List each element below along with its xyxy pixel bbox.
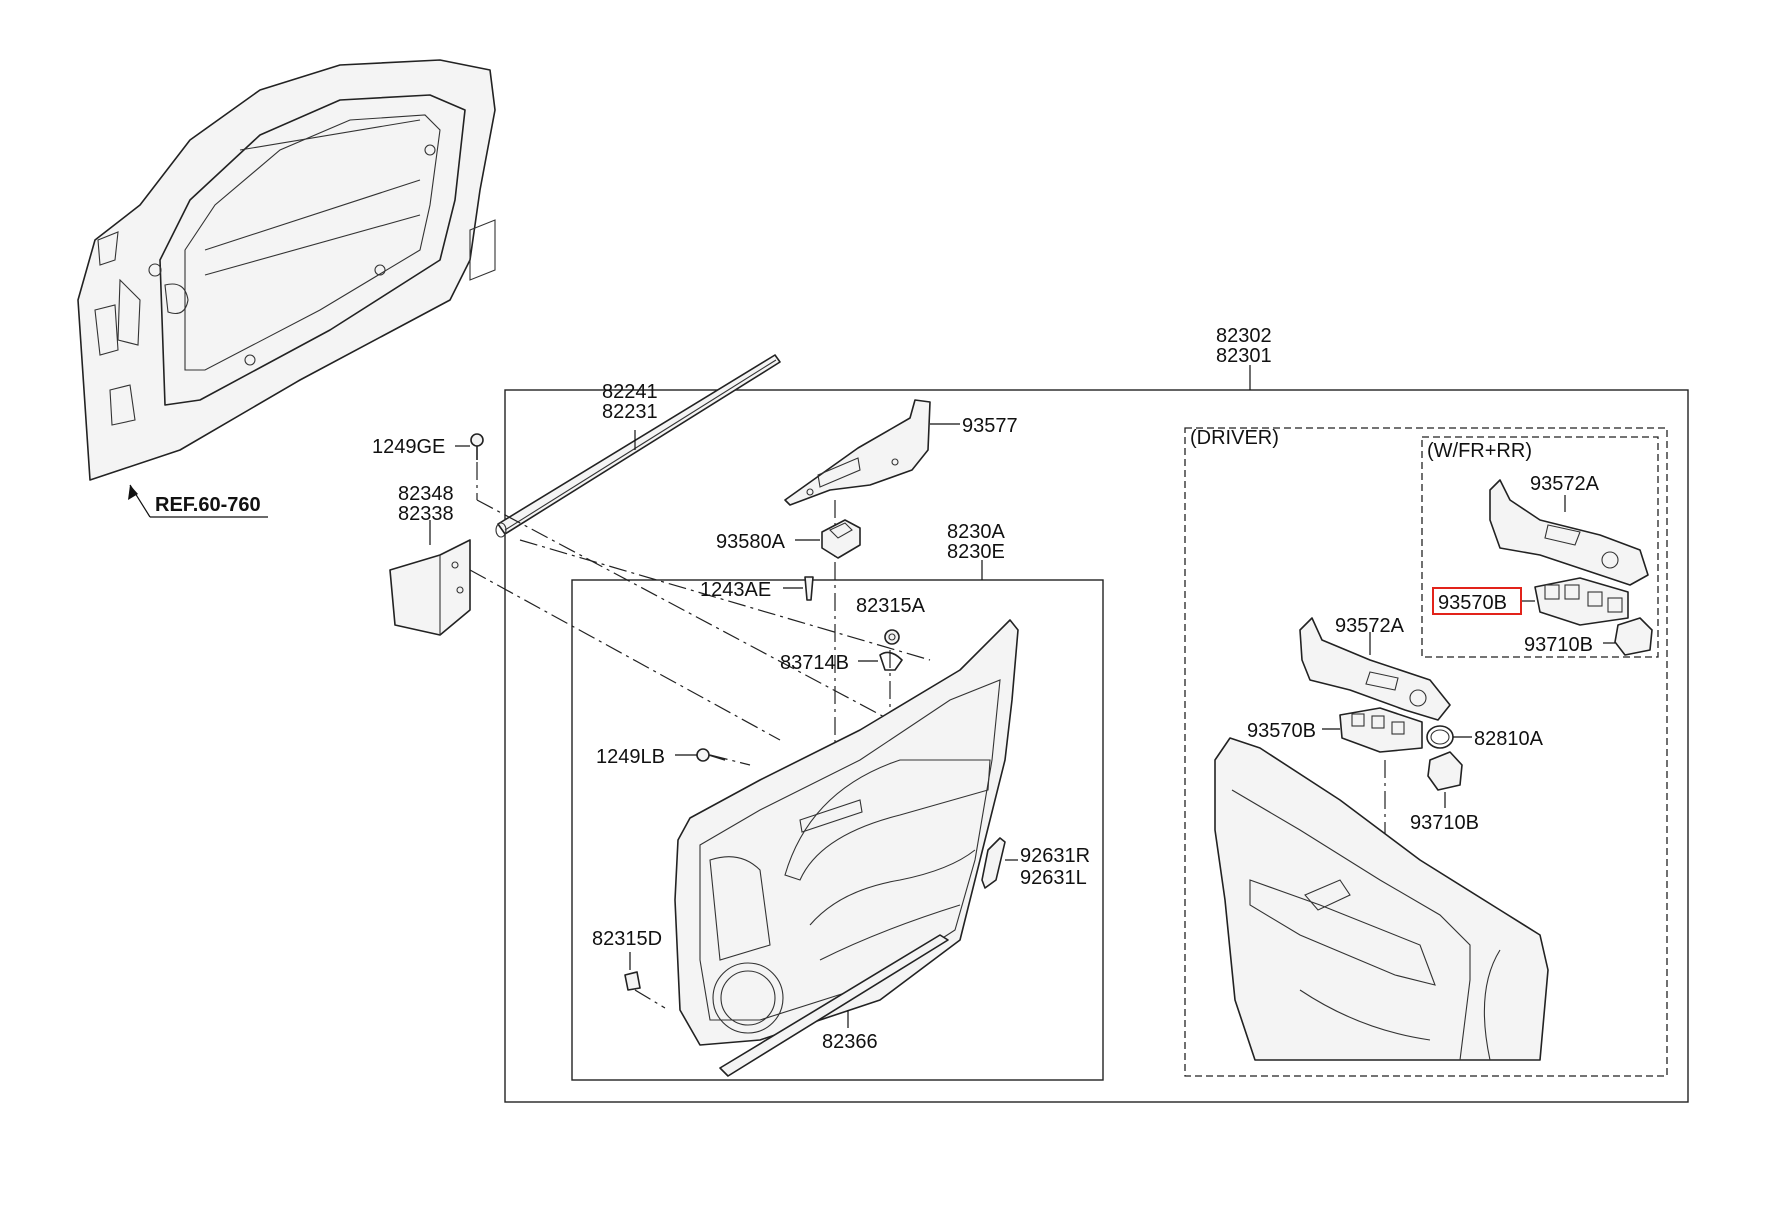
driver-label: (DRIVER)	[1190, 427, 1279, 449]
switch-93570b-top[interactable]	[1534, 577, 1629, 626]
bezel-93572a[interactable]	[1299, 617, 1451, 721]
screw-1249ge[interactable]	[470, 433, 484, 460]
part-label-82231[interactable]: 82231	[602, 401, 658, 423]
part-label-82366[interactable]: 82366	[822, 1031, 878, 1053]
driver-door-trim[interactable]	[1214, 737, 1549, 1061]
screw-1243ae[interactable]	[804, 576, 814, 601]
part-label-8230E[interactable]: 8230E	[947, 541, 1005, 563]
trim-box	[571, 579, 1104, 1081]
part-label-82315A[interactable]: 82315A	[856, 595, 926, 617]
screw-1249lb[interactable]	[696, 748, 726, 762]
weatherstrip-part[interactable]	[495, 354, 781, 538]
assembly-box	[504, 389, 1689, 1103]
part-label-1249LB[interactable]: 1249LB	[596, 746, 665, 768]
strip-82366[interactable]	[719, 934, 949, 1077]
highlight-93570B	[1432, 587, 1522, 615]
switch-93570b[interactable]	[1339, 707, 1423, 753]
part-label-82338[interactable]: 82338	[398, 503, 454, 525]
part-label-82241[interactable]: 82241	[602, 381, 658, 403]
part-label-92631R[interactable]: 92631R	[1020, 845, 1090, 867]
clip-82315a[interactable]	[884, 629, 900, 645]
switch-93710b-top[interactable]	[1614, 617, 1653, 656]
door-trim-panel[interactable]	[674, 619, 1019, 1046]
part-label-1243AE[interactable]: 1243AE	[700, 579, 771, 601]
wfrrr-label: (W/FR+RR)	[1427, 440, 1532, 462]
switch-93580a[interactable]	[821, 519, 861, 559]
handle-92631[interactable]	[981, 837, 1006, 889]
part-label-92631L[interactable]: 92631L	[1020, 867, 1087, 889]
part-label-93710B-top[interactable]: 93710B	[1524, 634, 1593, 656]
part-label-93570B[interactable]: 93570B	[1247, 720, 1316, 742]
part-label-82810A[interactable]: 82810A	[1474, 728, 1544, 750]
switch-93710b[interactable]	[1427, 751, 1463, 791]
door-frame-drawing	[77, 59, 496, 481]
part-label-1249GE[interactable]: 1249GE	[372, 436, 445, 458]
part-label-83714B[interactable]: 83714B	[780, 652, 849, 674]
part-label-82301[interactable]: 82301	[1216, 345, 1272, 367]
bezel-93572a-top[interactable]	[1489, 479, 1649, 586]
part-label-82302[interactable]: 82302	[1216, 325, 1272, 347]
wfrrr-box	[1421, 436, 1659, 658]
part-label-93580A[interactable]: 93580A	[716, 531, 786, 553]
part-label-82315D[interactable]: 82315D	[592, 928, 662, 950]
bracket-83714b[interactable]	[879, 651, 903, 671]
driver-box	[1184, 427, 1668, 1077]
part-label-82348[interactable]: 82348	[398, 483, 454, 505]
part-label-93570B-top[interactable]: 93570B	[1438, 592, 1507, 614]
part-label-93577[interactable]: 93577	[962, 415, 1018, 437]
ref-arrow	[128, 484, 268, 518]
bracket-82348[interactable]	[389, 539, 471, 636]
part-label-93572A[interactable]: 93572A	[1335, 615, 1405, 637]
ref-label[interactable]: REF.60-760	[155, 494, 261, 516]
part-label-8230A[interactable]: 8230A	[947, 521, 1005, 543]
clip-82315d[interactable]	[624, 971, 641, 991]
part-label-93572A-top[interactable]: 93572A	[1530, 473, 1600, 495]
ring-82810a[interactable]	[1426, 725, 1454, 749]
bezel-93577[interactable]	[784, 399, 931, 506]
part-label-93710B[interactable]: 93710B	[1410, 812, 1479, 834]
